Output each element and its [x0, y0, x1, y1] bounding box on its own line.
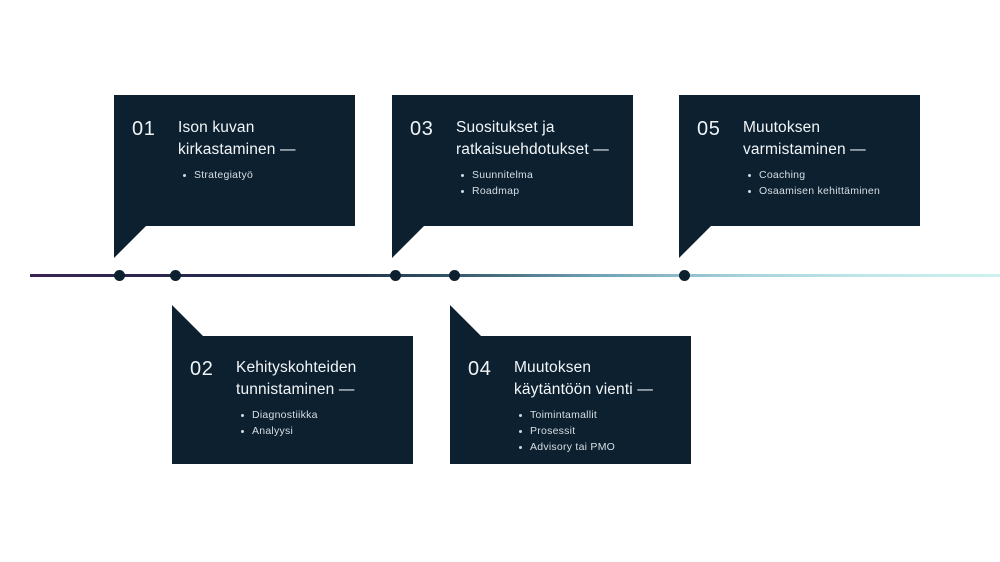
bullet-text: Toimintamallit: [530, 409, 598, 421]
bullet-text: Prosessit: [530, 424, 576, 437]
list-item: Coaching: [748, 168, 904, 184]
bullet-icon: [519, 445, 522, 449]
timeline-card-step-05: 05 Muutoksen varmistaminen — Coaching Os…: [679, 95, 920, 258]
timeline-dot-4: [449, 270, 460, 281]
card-tail-pointer-02: [172, 305, 204, 337]
card-tail-pointer-01: [114, 226, 146, 258]
bullet-icon: [461, 174, 464, 177]
timeline-card-step-01: 01 Ison kuvan kirkastaminen — Strategiat…: [114, 95, 355, 258]
card-tail-pointer-03: [392, 226, 424, 258]
bullet-text: Strategiatyö: [194, 169, 254, 181]
step-bullet-list-05: Coaching Osaamisen kehittäminen: [743, 168, 904, 200]
bullet-text: Suunnitelma: [472, 169, 534, 181]
step-bullet-list-03: Suunnitelma Roadmap: [456, 168, 617, 200]
bullet-icon: [461, 189, 464, 193]
step-title-05: Muutoksen varmistaminen —: [743, 119, 866, 158]
bullet-icon: [519, 429, 522, 433]
card-tail-pointer-04: [450, 305, 482, 337]
step-number-04: 04: [468, 358, 492, 380]
step-title-03: Suositukset ja ratkaisuehdotukset —: [456, 119, 609, 158]
step-title-02: Kehityskohteiden tunnistaminen —: [236, 359, 357, 398]
step-bullet-list-04: Toimintamallit Prosessit Advisory tai PM…: [514, 408, 675, 456]
step-bullet-list-02: Diagnostiikka Analyysi: [236, 408, 397, 440]
step-number-05: 05: [697, 118, 721, 140]
list-item: Diagnostiikka: [241, 408, 397, 424]
step-bullet-list-01: Strategiatyö: [178, 168, 339, 184]
list-item: Suunnitelma: [461, 168, 617, 184]
list-item: Toimintamallit: [519, 408, 675, 424]
bullet-icon: [183, 174, 186, 177]
bullet-icon: [241, 414, 244, 417]
list-item: Advisory tai PMO: [519, 440, 675, 456]
timeline-axis-line: [30, 274, 1000, 277]
step-number-03: 03: [410, 118, 434, 140]
bullet-text: Coaching: [759, 169, 806, 181]
timeline-card-step-04: 04 Muutoksen käytäntöön vienti — Toimint…: [450, 305, 691, 464]
step-title-04: Muutoksen käytäntöön vienti —: [514, 359, 653, 398]
bullet-text: Analyysi: [252, 424, 294, 437]
list-item: Analyysi: [241, 424, 397, 440]
step-number-01: 01: [132, 118, 156, 140]
bullet-icon: [519, 414, 522, 417]
bullet-icon: [748, 174, 751, 177]
bullet-text: Roadmap: [472, 184, 520, 197]
bullet-text: Osaamisen kehittäminen: [759, 184, 881, 197]
list-item: Strategiatyö: [183, 168, 339, 184]
bullet-text: Diagnostiikka: [252, 409, 318, 421]
list-item: Osaamisen kehittäminen: [748, 184, 904, 200]
card-tail-pointer-05: [679, 226, 711, 258]
timeline-card-step-02: 02 Kehityskohteiden tunnistaminen — Diag…: [172, 305, 413, 464]
timeline-dot-5: [679, 270, 690, 281]
step-number-02: 02: [190, 358, 214, 380]
bullet-icon: [241, 429, 244, 433]
timeline-card-step-03: 03 Suositukset ja ratkaisuehdotukset — S…: [392, 95, 633, 258]
bullet-icon: [748, 189, 751, 193]
timeline-dot-1: [114, 270, 125, 281]
timeline-dot-3: [390, 270, 401, 281]
list-item: Roadmap: [461, 184, 617, 200]
bullet-text: Advisory tai PMO: [530, 440, 616, 453]
step-title-01: Ison kuvan kirkastaminen —: [178, 119, 296, 158]
list-item: Prosessit: [519, 424, 675, 440]
timeline-dot-2: [170, 270, 181, 281]
